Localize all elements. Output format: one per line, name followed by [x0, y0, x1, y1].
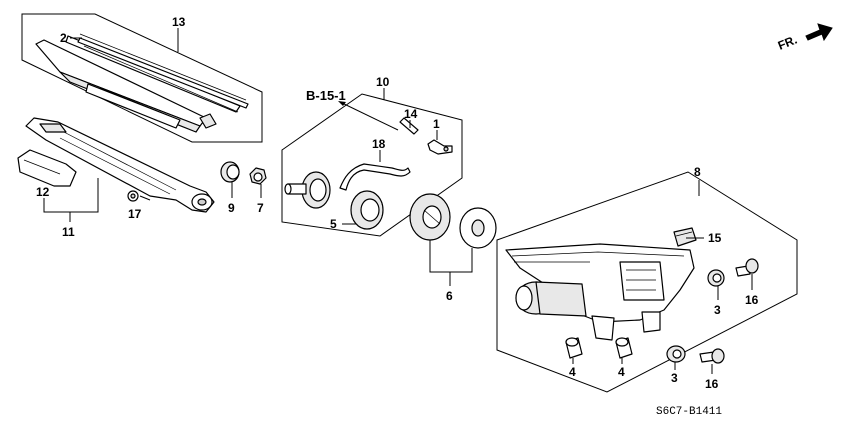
- bolt-16-lower: [699, 348, 725, 364]
- blade-group-frame: [21, 13, 263, 143]
- callout-18: 18: [372, 137, 386, 151]
- spindle-cap: [220, 161, 240, 183]
- callout-1: 1: [433, 117, 440, 131]
- callout-8: 8: [694, 165, 701, 179]
- grommet-5: [350, 190, 384, 230]
- callout-2: 2: [60, 31, 67, 45]
- callout-17: 17: [128, 207, 142, 221]
- spindle-nut: [249, 167, 267, 185]
- arm-nut: [127, 190, 139, 202]
- grommet-3-lower: [666, 345, 686, 363]
- motor-grommet-a: [409, 193, 451, 241]
- callout-4-right: 4: [618, 365, 625, 379]
- callout-3-lower: 3: [671, 371, 678, 385]
- hose-joint: [399, 117, 419, 135]
- direction-label: FR.: [776, 33, 799, 53]
- grommet-nozzle: [284, 171, 331, 209]
- collar-4-right: [615, 337, 633, 359]
- grommet-3-upper: [707, 269, 725, 287]
- callout-4-left: 4: [569, 365, 576, 379]
- callout-14: 14: [404, 107, 418, 121]
- wiper-arm: [25, 117, 215, 213]
- callout-11: 11: [62, 225, 75, 239]
- diagram-code: S6C7-B1411: [656, 406, 722, 418]
- motor-grommet-b: [459, 207, 497, 249]
- motor-connector: [673, 227, 697, 247]
- motor-group-frame: [496, 171, 798, 393]
- hose-group-frame: [281, 93, 463, 237]
- callout-10: 10: [376, 75, 390, 89]
- front-direction-arrow: FR.: [776, 23, 833, 53]
- reference-label: B-15-1: [306, 88, 346, 103]
- callout-12: 12: [36, 185, 50, 199]
- callout-13: 13: [172, 15, 186, 29]
- bolt-16-upper: [735, 258, 759, 277]
- arm-cover: [17, 149, 77, 187]
- leader-lines: [43, 28, 753, 374]
- callout-16-lower: 16: [705, 377, 719, 391]
- callout-3-upper: 3: [714, 303, 721, 317]
- callout-16-upper: 16: [745, 293, 759, 307]
- check-valve: [427, 139, 453, 155]
- callout-15: 15: [708, 231, 722, 245]
- blade-rubber: [77, 37, 249, 109]
- washer-hose: [339, 163, 411, 191]
- callout-9: 9: [228, 201, 235, 215]
- callout-6: 6: [446, 289, 453, 303]
- wiper-motor: [505, 243, 695, 341]
- callout-7: 7: [257, 201, 264, 215]
- callout-5: 5: [330, 217, 337, 231]
- collar-4-left: [565, 337, 583, 359]
